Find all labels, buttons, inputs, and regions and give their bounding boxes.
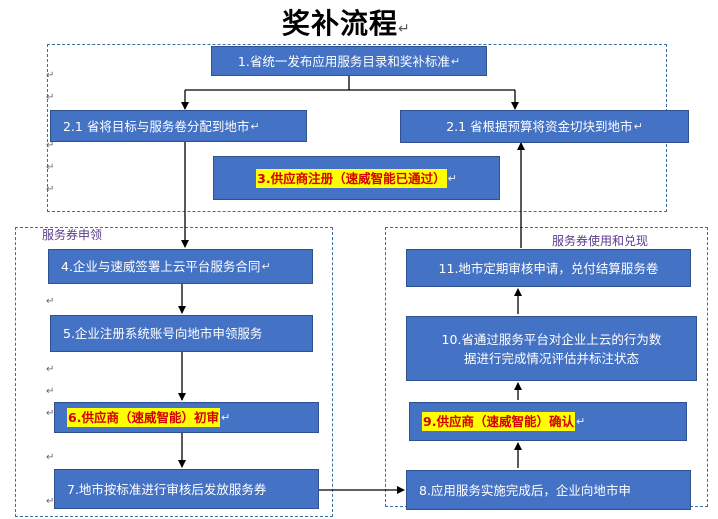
step-3-supplier-registration: 3.供应商注册（速威智能已通过）↵ <box>213 156 500 200</box>
step-1-label: 1.省统一发布应用服务目录和奖补标准 <box>237 53 450 69</box>
title-text: 奖补流程 <box>282 7 399 40</box>
arrow-1-to-2 <box>185 76 515 91</box>
diagram-title: 奖补流程↵ <box>282 2 411 42</box>
step-4-label: 4.企业与速威签署上云平台服务合同 <box>61 259 261 274</box>
step-5-label: 5.企业注册系统账号向地市申领服务 <box>63 326 263 341</box>
step-4-sign-contract: 4.企业与速威签署上云平台服务合同↵ <box>48 249 313 284</box>
step-11-settle-voucher: 11.地市定期审核申请，兑付结算服务卷 <box>406 249 691 287</box>
paragraph-mark-icon: ↵ <box>261 260 271 273</box>
step-7-issue-voucher: 7.地市按标准进行审核后发放服务券 <box>54 469 319 509</box>
paragraph-mark-icon: ↵ <box>46 140 55 151</box>
paragraph-mark-icon: ↵ <box>46 92 55 103</box>
paragraph-mark-icon: ↵ <box>46 452 55 463</box>
group-voucher-apply-label: 服务券申领 <box>42 228 103 242</box>
paragraph-mark-icon: ↵ <box>46 70 55 81</box>
paragraph-mark-icon: ↵ <box>220 411 231 424</box>
paragraph-mark-icon: ↵ <box>46 162 55 173</box>
paragraph-mark-icon: ↵ <box>450 54 461 68</box>
step-9-supplier-confirm: 9.供应商（速威智能）确认↵ <box>409 402 687 441</box>
step-10-label-line2: 据进行完成情况评估并标注状态 <box>463 350 639 366</box>
step-1-publish-catalog: 1.省统一发布应用服务目录和奖补标准↵ <box>211 46 487 76</box>
step-3-label: 3.供应商注册（速威智能已通过） <box>256 168 447 188</box>
step-9-label: 9.供应商（速威智能）确认 <box>422 412 575 431</box>
paragraph-mark-icon: ↵ <box>46 364 55 375</box>
step-6-label: 6.供应商（速威智能）初审 <box>67 408 220 427</box>
paragraph-mark-icon: ↵ <box>633 120 643 133</box>
step-8-enterprise-apply: 8.应用服务实施完成后，企业向地市申 <box>406 470 691 510</box>
step-8-label: 8.应用服务实施完成后，企业向地市申 <box>419 482 631 498</box>
step-11-label: 11.地市定期审核申请，兑付结算服务卷 <box>438 260 659 276</box>
group-voucher-use-label: 服务券使用和兑现 <box>552 234 649 248</box>
paragraph-mark-icon: ↵ <box>46 408 55 419</box>
step-2b-label: 2.1 省根据预算将资金切块到地市 <box>446 119 633 134</box>
step-2-1-allocate-funds: 2.1 省根据预算将资金切块到地市↵ <box>400 110 689 143</box>
step-2a-label: 2.1 省将目标与服务卷分配到地市 <box>63 118 250 134</box>
paragraph-mark-icon: ↵ <box>46 496 55 507</box>
step-7-label: 7.地市按标准进行审核后发放服务券 <box>67 481 267 497</box>
step-10-label-line1: 10.省通过服务平台对企业上云的行为数 <box>441 331 662 347</box>
paragraph-mark-icon: ↵ <box>575 415 586 428</box>
paragraph-mark-icon: ↵ <box>46 296 55 307</box>
step-5-register-apply: 5.企业注册系统账号向地市申领服务 <box>50 315 313 352</box>
paragraph-mark-icon: ↵ <box>398 21 411 37</box>
paragraph-mark-icon: ↵ <box>447 171 457 185</box>
group-voucher-apply <box>15 227 333 517</box>
step-2-1-allocate-targets: 2.1 省将目标与服务卷分配到地市↵ <box>50 110 307 142</box>
paragraph-mark-icon: ↵ <box>46 184 55 195</box>
paragraph-mark-icon: ↵ <box>46 386 55 397</box>
step-6-supplier-initial-review: 6.供应商（速威智能）初审↵ <box>54 402 319 433</box>
paragraph-mark-icon: ↵ <box>250 119 260 133</box>
step-10-evaluate-status: 10.省通过服务平台对企业上云的行为数 据进行完成情况评估并标注状态 <box>406 316 697 381</box>
